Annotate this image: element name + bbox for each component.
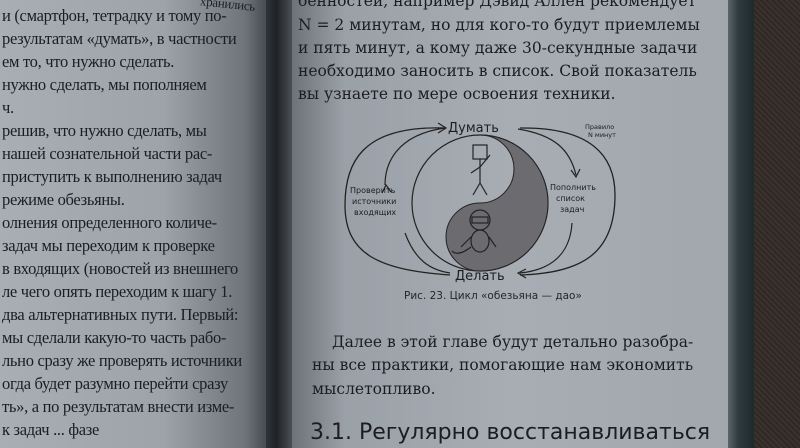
label-check-inbox: источники (352, 197, 396, 206)
text-line: мыслетопливо. (312, 380, 436, 398)
left-page: хранились и (смартфон, тетрадку и тому п… (0, 0, 272, 448)
yin-yang-dark-half (445, 134, 549, 272)
text-line: огда будет разумно перейти сразу (2, 374, 228, 393)
text-line: льно сразу же проверять источники (2, 351, 242, 370)
section-heading: 3.1. Регулярно восстанавливаться (310, 420, 711, 445)
arrow-head-icon (381, 122, 581, 279)
stick-figure-icon (470, 144, 491, 196)
text-line: ть», а по результатам внести изме- (2, 397, 235, 416)
text-line: Далее в этой главе будут детально разобр… (332, 333, 694, 351)
label-add-tasks: список (556, 194, 585, 203)
inner-cycle-loop (384, 127, 577, 274)
text-line: вы узнаете по мере освоения техники. (298, 85, 616, 103)
text-line: N = 2 минутам, но для кого-то будут прие… (298, 16, 700, 34)
outer-cycle-loop (344, 127, 616, 276)
text-line: результатам «думать», в частности (2, 29, 237, 48)
text-line: в входящих (новостей из внешнего (2, 259, 239, 278)
monkey-icon (451, 209, 497, 254)
label-add-tasks: задач (560, 205, 584, 214)
text-line: нашей сознательной части рас- (2, 144, 213, 163)
text-line: к задач ... фазе (2, 420, 100, 439)
text-line: ле чего опять переходим к шагу 1. (2, 282, 233, 301)
text-line: бенностей, например Дэвид Аллен рекоменд… (298, 0, 697, 10)
book-cover-edge (728, 0, 754, 448)
text-line: задач мы переходим к проверке (2, 236, 215, 255)
monkey-tao-cycle-diagram: Думать Делать Проверить источники входящ… (344, 121, 616, 284)
text-line: и (смартфон, тетрадку и тому по- (2, 6, 227, 25)
label-think: Думать (448, 121, 499, 136)
label-check-inbox: Проверить (350, 186, 396, 195)
text-line: нужно сделать, мы пополняем (2, 75, 207, 94)
text-line: решив, что нужно сделать, мы (2, 121, 207, 140)
note-n-minutes: Правило (585, 123, 614, 131)
text-line: необходимо заносить в список. Свой показ… (298, 62, 697, 80)
text-line: мы сделали какую-то часть рабо- (2, 328, 227, 347)
label-check-inbox: входящих (354, 208, 396, 217)
label-do: Делать (455, 269, 505, 284)
book-gutter (266, 0, 292, 448)
text-line: ем то, что нужно сделать. (2, 52, 175, 71)
right-page: бенностей, например Дэвид Аллен рекоменд… (292, 0, 728, 448)
text-line: приступить к выполнению задач (2, 167, 222, 186)
label-add-tasks: Пополнить (550, 183, 596, 192)
text-line: два альтернативных пути. Первый: (2, 305, 239, 324)
text-line: ны все практики, помогающие нам экономит… (312, 356, 694, 374)
text-line: и пять минут, а кому даже 30-секундные з… (298, 39, 698, 57)
text-line: режиме обезьяны. (2, 190, 125, 209)
background-fabric (752, 0, 800, 448)
note-n-minutes: N минут (588, 131, 616, 139)
figure-caption: Рис. 23. Цикл «обезьяна — дао» (404, 290, 582, 302)
text-line: олнения определенного количе- (2, 213, 217, 232)
text-line: ч. (2, 98, 14, 117)
